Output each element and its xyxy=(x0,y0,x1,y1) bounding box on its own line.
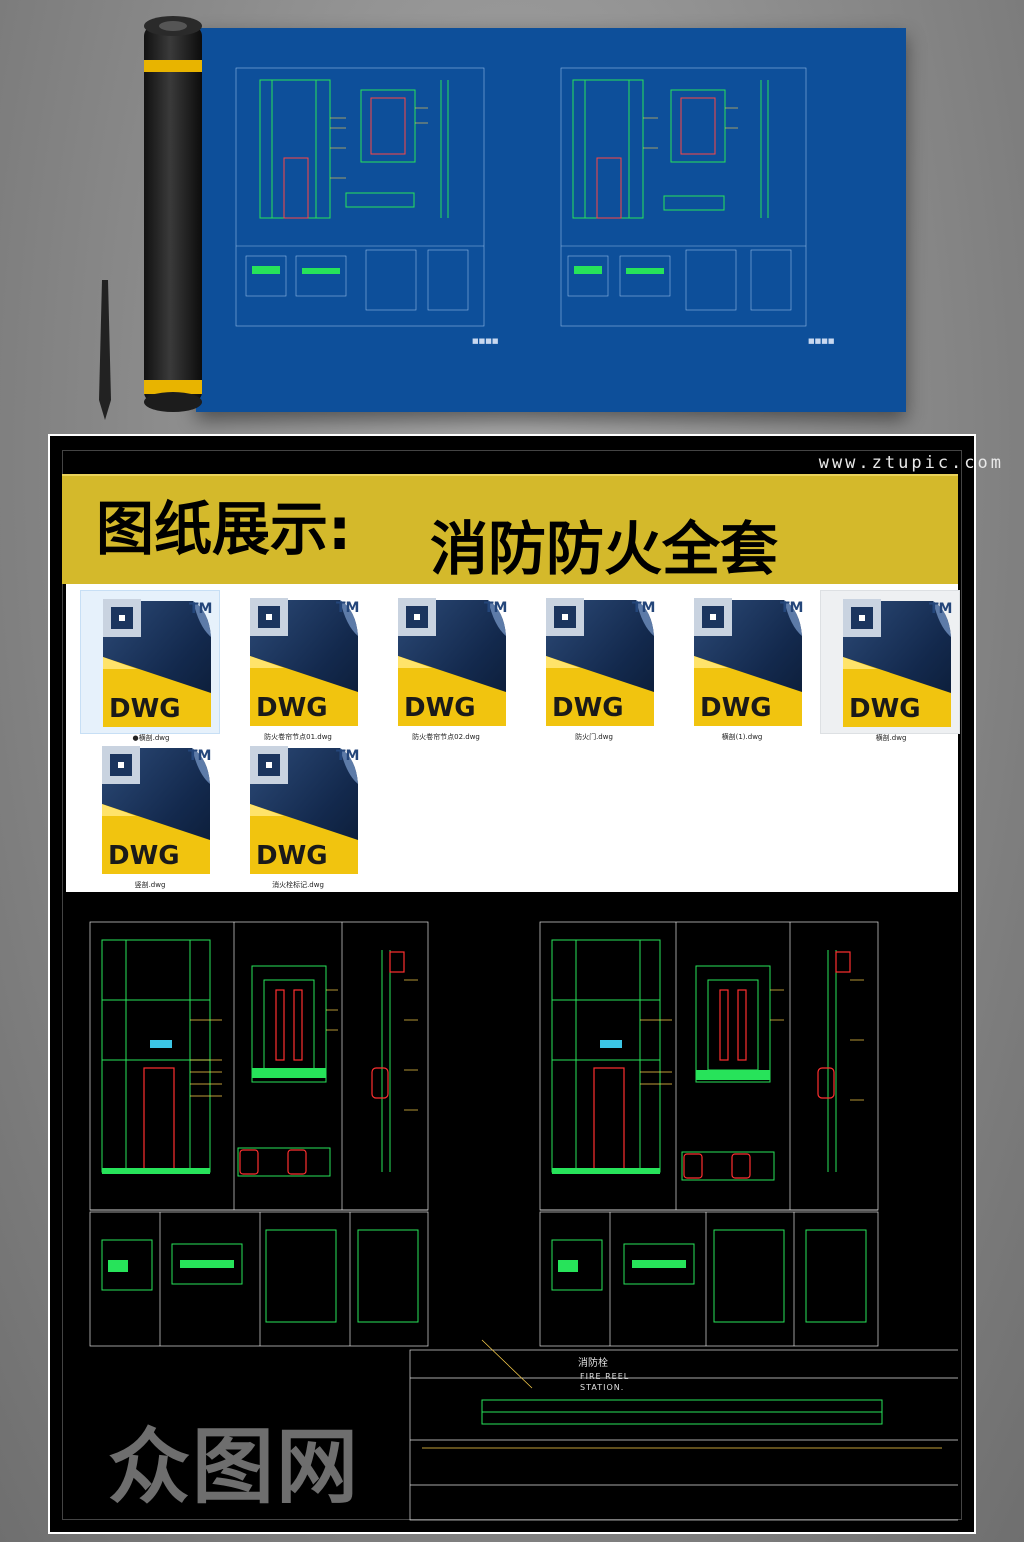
dwg-badge: DWG xyxy=(256,841,328,871)
dwg-file-icon: DWG TM xyxy=(250,598,359,726)
tm-mark: TM xyxy=(632,600,655,616)
file-item[interactable]: DWG TM ●横剖.dwg xyxy=(80,590,220,742)
blueprint-sheet: ■■■■ ■■■■ xyxy=(196,28,906,412)
dwg-file-icon: DWG TM xyxy=(250,746,359,874)
dwg-file-icon: DWG TM xyxy=(102,746,211,874)
dwg-badge: DWG xyxy=(849,694,921,724)
dwg-badge: DWG xyxy=(552,693,624,723)
fire-reel-label-cn: 消防栓 xyxy=(578,1356,608,1369)
banner-label: 图纸展示: xyxy=(96,495,352,563)
tm-mark: TM xyxy=(336,600,359,616)
dwg-badge: DWG xyxy=(109,694,181,724)
file-item[interactable]: DWG TM 防火门.dwg xyxy=(524,590,664,741)
fire-reel-label-en1: FIRE REEL xyxy=(580,1372,629,1381)
file-name: 横剖.dwg xyxy=(875,734,907,742)
tm-mark: TM xyxy=(189,601,212,617)
file-item[interactable]: DWG TM 竖剖.dwg xyxy=(80,738,220,889)
dwg-file-icon: DWG TM xyxy=(843,599,952,727)
file-name: 消火栓标记.dwg xyxy=(272,881,324,889)
dwg-file-icon: DWG TM xyxy=(546,598,655,726)
panel-frame xyxy=(62,450,962,1520)
cad-drawing: 消防栓 FIRE REEL STATION. xyxy=(89,921,958,1521)
file-item[interactable]: DWG TM 横剖(1).dwg xyxy=(672,590,812,741)
dwg-file-icon: DWG TM xyxy=(103,599,212,727)
dwg-file-icon: DWG TM xyxy=(398,598,507,726)
tm-mark: TM xyxy=(336,748,359,764)
file-item[interactable]: DWG TM 消火栓标记.dwg xyxy=(228,738,368,889)
file-item[interactable]: DWG TM 横剖.dwg xyxy=(820,590,960,742)
tm-mark: TM xyxy=(780,600,803,616)
tm-mark: TM xyxy=(188,748,211,764)
pen xyxy=(99,280,111,420)
paper-roll xyxy=(144,16,202,412)
blueprint-drawing: ■■■■ ■■■■ xyxy=(235,67,834,345)
svg-text:■■■■: ■■■■ xyxy=(472,337,498,345)
title-banner: 图纸展示: 消防防火全套 xyxy=(62,474,958,584)
dwg-badge: DWG xyxy=(404,693,476,723)
dwg-badge: DWG xyxy=(256,693,328,723)
fire-reel-label-en2: STATION. xyxy=(580,1383,624,1392)
dwg-badge: DWG xyxy=(700,693,772,723)
site-watermark: 众图网 xyxy=(108,1420,361,1515)
tm-mark: TM xyxy=(929,601,952,617)
file-name: 竖剖.dwg xyxy=(134,881,166,889)
file-name: 横剖(1).dwg xyxy=(721,733,763,741)
dwg-file-icon: DWG TM xyxy=(694,598,803,726)
site-url: www.ztupic.com xyxy=(818,453,1004,473)
file-name: ●横剖.dwg xyxy=(132,734,170,742)
file-name: 防火门.dwg xyxy=(575,733,613,741)
tm-mark: TM xyxy=(484,600,507,616)
file-item[interactable]: DWG TM 防火卷帘节点01.dwg xyxy=(228,590,368,741)
file-item[interactable]: DWG TM 防火卷帘节点02.dwg xyxy=(376,590,516,741)
dwg-badge: DWG xyxy=(108,841,180,871)
svg-text:■■■■: ■■■■ xyxy=(808,337,834,345)
file-name: 防火卷帘节点01.dwg xyxy=(264,733,332,741)
banner-title: 消防防火全套 xyxy=(430,515,779,583)
file-name: 防火卷帘节点02.dwg xyxy=(412,733,480,741)
